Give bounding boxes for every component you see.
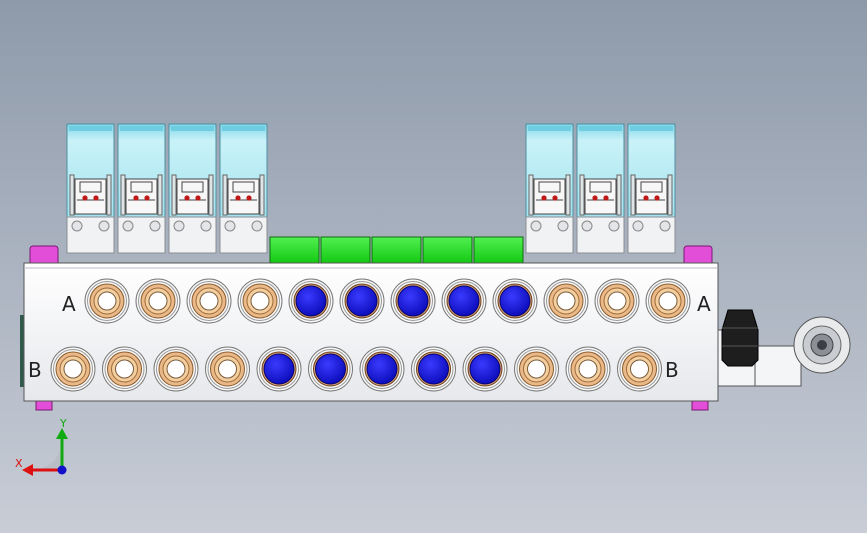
connector-icon	[222, 174, 265, 216]
z-axis-dot-icon	[57, 465, 67, 475]
port-a-4-plug[interactable]	[237, 278, 283, 324]
port-a-5-fitting[interactable]	[288, 278, 334, 324]
port-b-2-plug[interactable]	[102, 346, 147, 392]
hex-nut-icon	[721, 309, 759, 367]
port-b-7-fitting[interactable]	[359, 346, 405, 392]
port-a-12-plug[interactable]	[645, 278, 691, 324]
row-b-label-left: B	[28, 358, 42, 382]
port-row-b	[50, 346, 662, 392]
port-a-11-plug[interactable]	[594, 278, 640, 324]
connector-icon	[171, 174, 214, 216]
port-a-3-plug[interactable]	[186, 278, 232, 324]
port-a-7-fitting[interactable]	[390, 278, 436, 324]
port-row-a	[84, 278, 691, 324]
valve-left-4[interactable]	[219, 123, 268, 254]
port-a-8-fitting[interactable]	[441, 278, 487, 324]
row-a-label-right: A	[697, 292, 711, 316]
connector-icon	[630, 174, 673, 216]
port-b-4-plug[interactable]	[205, 346, 250, 392]
blank-plate-1	[269, 236, 320, 264]
connector-icon	[69, 174, 112, 216]
port-b-11-plug[interactable]	[565, 346, 611, 392]
valve-bank-left	[66, 123, 268, 254]
valve-right-1[interactable]	[525, 123, 574, 254]
port-a-6-fitting[interactable]	[339, 278, 385, 324]
blank-plate-row	[269, 236, 524, 264]
port-b-10-plug[interactable]	[514, 346, 559, 392]
valve-right-2[interactable]	[576, 123, 625, 254]
valve-left-3[interactable]	[168, 123, 217, 254]
x-axis-label: X	[15, 457, 23, 470]
connector-icon	[579, 174, 622, 216]
port-b-12-plug[interactable]	[617, 346, 662, 392]
blank-plate-4	[422, 236, 473, 264]
port-b-8-fitting[interactable]	[411, 346, 456, 392]
end-cap-left	[20, 315, 26, 387]
port-a-10-plug[interactable]	[543, 278, 589, 324]
port-a-1-plug[interactable]	[84, 278, 130, 324]
valve-left-2[interactable]	[117, 123, 166, 254]
port-b-5-fitting[interactable]	[256, 346, 302, 392]
inlet-fitting[interactable]	[717, 309, 851, 387]
connector-icon	[120, 174, 163, 216]
row-b-label-right: B	[665, 358, 679, 382]
valve-right-3[interactable]	[627, 123, 676, 254]
port-a-2-plug[interactable]	[135, 278, 181, 324]
valve-left-1[interactable]	[66, 123, 115, 254]
connector-icon	[528, 174, 571, 216]
row-a-label-left: A	[62, 292, 76, 316]
y-axis-label: Y	[59, 417, 67, 430]
coordinate-triad: Y X	[15, 417, 68, 476]
port-a-9-fitting[interactable]	[492, 278, 538, 324]
port-b-1-plug[interactable]	[50, 346, 96, 392]
port-b-6-fitting[interactable]	[308, 346, 353, 392]
port-b-3-plug[interactable]	[153, 346, 199, 392]
valve-bank-right	[525, 123, 676, 254]
blank-plate-5	[473, 236, 524, 264]
port-b-9-fitting[interactable]	[462, 346, 508, 392]
blank-plate-3	[371, 236, 422, 264]
blank-plate-2	[320, 236, 371, 264]
